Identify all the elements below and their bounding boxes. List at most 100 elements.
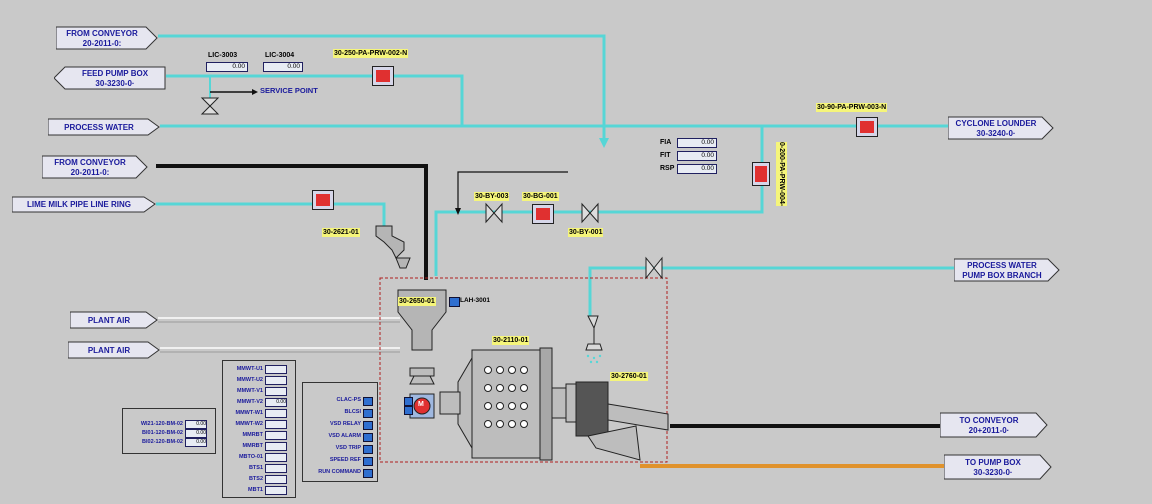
mill-hole	[484, 402, 492, 410]
status-indicator[interactable]	[363, 457, 373, 466]
offpage-label: FEED PUMP BOX	[81, 69, 149, 78]
mill-hole	[508, 420, 516, 428]
by001-tag: 30-BY-001	[568, 228, 604, 237]
valve-branch-icon[interactable]	[645, 256, 655, 280]
mill-hole	[496, 420, 504, 428]
offpage-label: FROM CONVEYOR	[54, 158, 126, 167]
panel-row: VSD TRIP	[303, 443, 377, 454]
mill-hole	[520, 366, 528, 374]
offpage-to-pump-box[interactable]: TO PUMP BOX 30-3230-0·	[944, 454, 1052, 480]
mill-hole	[496, 402, 504, 410]
control-valve-prw002-icon[interactable]	[372, 66, 394, 86]
control-valve-prw003-icon[interactable]	[856, 117, 878, 137]
rsp-value[interactable]: 0.00	[677, 164, 717, 174]
control-valve-prw004-icon[interactable]	[752, 162, 770, 186]
pipe-from-conveyor-2	[156, 164, 428, 280]
control-valve-lime-icon[interactable]	[312, 190, 334, 210]
offpage-label: PROCESS WATER	[64, 123, 134, 132]
e2760-tag: 30-2760-01	[610, 372, 648, 381]
mill-hole	[484, 384, 492, 392]
status-indicator[interactable]	[363, 433, 373, 442]
status-indicator[interactable]	[363, 445, 373, 454]
offpage-label: PROCESS WATER	[967, 261, 1037, 270]
lic3004-value[interactable]: 0.00	[263, 62, 303, 72]
mill-hole	[520, 420, 528, 428]
service-point-label: SERVICE POINT	[260, 86, 318, 95]
mill-hole	[496, 384, 504, 392]
offpage-label: LIME MILK PIPE LINE RING	[26, 200, 131, 209]
offpage-code: 20-2011-0:	[70, 168, 110, 177]
motor-label: M	[418, 401, 424, 408]
offpage-cyclone-lounder[interactable]: CYCLONE LOUNDER 30-3240-0·	[948, 116, 1054, 140]
motor-status-indicator-2[interactable]	[404, 406, 413, 415]
panel-row: VSD ALARM	[303, 431, 377, 442]
spray-nozzle-icon	[585, 343, 603, 351]
panel-row: MMRBT	[223, 441, 295, 451]
valve-by001-icon[interactable]	[581, 202, 591, 224]
by003-tag: 30-BY-003	[474, 192, 510, 201]
fia-tag: FIA	[660, 139, 672, 146]
bg001-tag: 30-BG-001	[522, 192, 559, 201]
panel-row: MBTO-01	[223, 452, 295, 462]
panel-row: BI02-120-BM-02 0.00	[142, 438, 207, 447]
e2110-tag: 30-2110-01	[492, 336, 530, 345]
mill-hole	[508, 366, 516, 374]
prw002-tag: 30-250-PA-PRW-002-N	[333, 49, 409, 58]
offpage-feed-pump-box[interactable]: FEED PUMP BOX 30-3230-0·	[54, 66, 166, 90]
status-indicator[interactable]	[363, 421, 373, 430]
offpage-process-water-branch[interactable]: PROCESS WATER PUMP BOX BRANCH	[954, 258, 1060, 282]
offpage-to-conveyor[interactable]: TO CONVEYOR 20+2011-0·	[940, 412, 1048, 438]
motor-status-indicator[interactable]	[404, 397, 413, 406]
panel-row: WI21-120-BM-02 0.00	[140, 420, 207, 429]
status-indicator[interactable]	[363, 397, 373, 406]
pipe-process-water-branch-1	[434, 126, 764, 276]
mill-hole	[496, 366, 504, 374]
service-valve-icon[interactable]	[200, 97, 220, 107]
offpage-process-water[interactable]: PROCESS WATER	[48, 118, 160, 136]
fit-tag: FIT	[660, 152, 671, 159]
rsp-tag: RSP	[660, 165, 675, 172]
mill-hole	[484, 366, 492, 374]
offpage-label: TO PUMP BOX	[965, 458, 1021, 467]
panel-row: MMWT-W1	[223, 408, 295, 418]
mill-hole	[484, 420, 492, 428]
e2650-tag: 30-2650-01	[398, 297, 436, 306]
offpage-label: PLANT AIR	[87, 346, 131, 355]
panel-row: BLCSI	[303, 407, 377, 418]
panel-row: VSD RELAY	[303, 419, 377, 430]
offpage-lime-milk[interactable]: LIME MILK PIPE LINE RING	[12, 196, 156, 213]
e2621-tag: 30-2621-01	[322, 228, 360, 237]
panel-row: MMWT-U2	[223, 375, 295, 385]
pipe-arrow-icon	[599, 138, 609, 148]
lic3003-value[interactable]: 0.00	[206, 62, 248, 72]
mill-hole	[508, 384, 516, 392]
panel-vsd-status: CLAC-PS BLCSI VSD RELAY VSD ALARM VSD TR…	[302, 382, 378, 482]
motor-icon	[413, 397, 431, 415]
mill-hole	[520, 384, 528, 392]
valve-by003-icon[interactable]	[485, 202, 495, 224]
offpage-code: 30-3240-0·	[976, 129, 1016, 138]
offpage-code: 20+2011-0·	[968, 426, 1010, 435]
skid-boundary	[379, 277, 668, 463]
prw003-tag: 30-90-PA-PRW-003-N	[816, 103, 888, 112]
offpage-label: TO CONVEYOR	[959, 416, 1019, 425]
lah3001-indicator[interactable]	[449, 297, 460, 307]
panel-row: RUN COMMAND	[303, 467, 377, 478]
pipe-lime-milk	[156, 202, 386, 228]
offpage-from-conveyor-1[interactable]: FROM CONVEYOR 20-2011-0:	[56, 26, 158, 50]
lah3001-tag: LAH-3001	[460, 297, 490, 304]
fia-value[interactable]: 0.00	[677, 138, 717, 148]
control-valve-bg001-icon[interactable]	[532, 204, 554, 224]
panel-row: MBT1	[223, 485, 295, 495]
status-indicator[interactable]	[363, 469, 373, 478]
prw004-tag: 0-200-PA-PRW-004-	[776, 142, 787, 207]
fit-value[interactable]: 0.00	[677, 151, 717, 161]
offpage-plant-air-2[interactable]: PLANT AIR	[68, 341, 160, 359]
offpage-from-conveyor-2[interactable]: FROM CONVEYOR 20-2011-0:	[42, 155, 148, 179]
status-indicator[interactable]	[363, 409, 373, 418]
mill-hole	[508, 402, 516, 410]
offpage-plant-air-1[interactable]: PLANT AIR	[70, 311, 158, 329]
